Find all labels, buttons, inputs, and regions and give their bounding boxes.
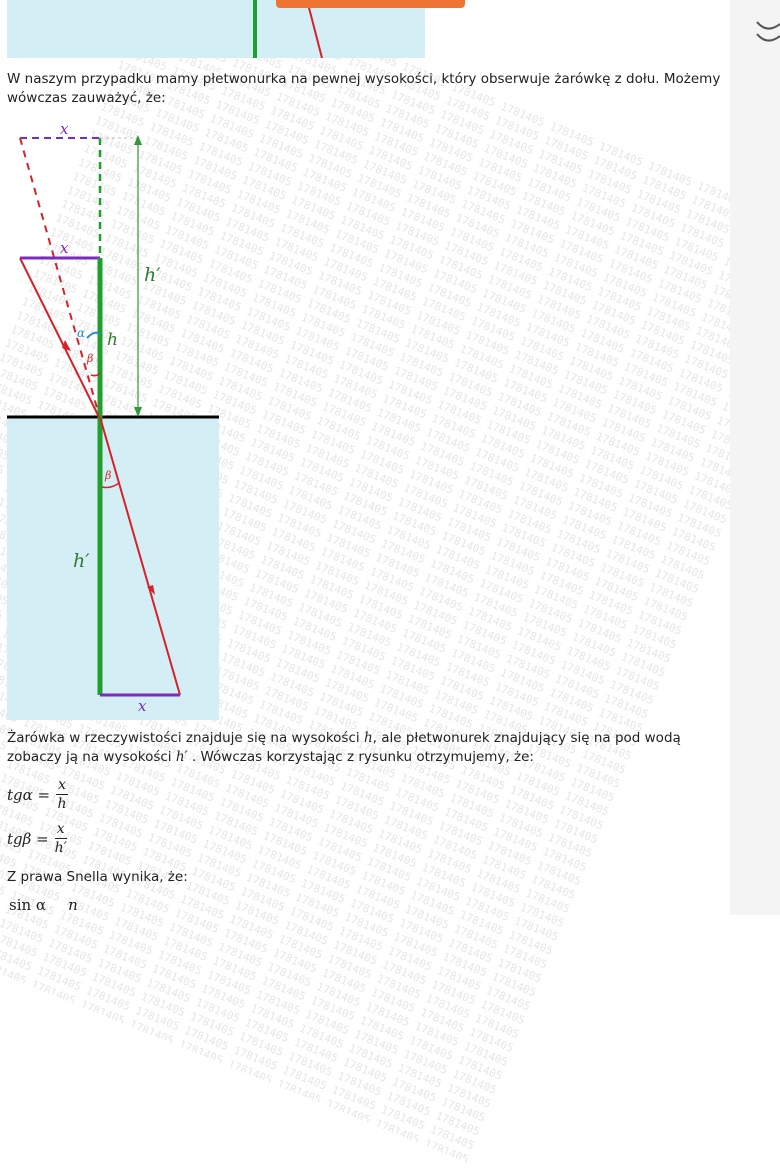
beta-arc-top: [90, 372, 101, 377]
formula2-denominator: h′: [54, 840, 67, 856]
label-x-mid: x: [60, 239, 69, 257]
formula1-numerator: x: [56, 777, 69, 795]
description-paragraph: Żarówka w rzeczywistości znajduje się na…: [7, 729, 722, 767]
label-beta-top: β: [86, 352, 93, 365]
figure-ray-fragment: [306, 0, 323, 58]
alpha-arc: [86, 331, 100, 339]
label-alpha: α: [77, 326, 85, 340]
label-h: h: [107, 330, 118, 350]
formula2-numerator: x: [54, 821, 67, 839]
intro-paragraph: W naszym przypadku mamy płetwonurka na p…: [7, 71, 721, 106]
refracted-ray: [99, 416, 181, 696]
desc-var-h-prime: h′: [175, 749, 188, 765]
beta-arc-bottom: [101, 482, 120, 489]
action-button[interactable]: [276, 0, 465, 8]
formula1-denominator: h: [57, 796, 67, 812]
label-h-prime-top: h′: [144, 264, 161, 286]
incident-ray: [19, 257, 100, 418]
label-beta-bottom: β: [104, 469, 111, 482]
refraction-diagram: x x x h′ h′ h α β β: [7, 120, 219, 720]
formula2-lhs: tgβ =: [7, 829, 49, 848]
formula3-right: n: [68, 896, 78, 914]
chevron-down-icon[interactable]: [755, 18, 780, 48]
formula1-lhs: tgα =: [7, 785, 51, 804]
formula-snell-partial: sin α n: [7, 896, 78, 914]
formula3-left: sin α: [9, 896, 47, 914]
desc-text-3: . Wówczas korzystając z rysunku otrzymuj…: [187, 749, 534, 765]
label-x-top: x: [60, 120, 69, 138]
virtual-ray-dashed: [19, 137, 100, 416]
label-x-bottom: x: [138, 697, 147, 715]
desc-text-1: Żarówka w rzeczywistości znajduje się na…: [7, 730, 364, 746]
refracted-arrowhead: [147, 585, 155, 595]
water-region: [7, 417, 219, 720]
label-h-prime-bottom: h′: [73, 550, 90, 572]
desc-text-2: , ale płetwonurek znajdujący się na pod …: [7, 730, 681, 765]
incident-arrowhead: [62, 340, 71, 351]
desc-var-h: h: [363, 730, 373, 746]
scroll-gutter: [730, 0, 780, 915]
figure-green-bar: [253, 0, 257, 58]
snell-paragraph: Z prawa Snella wynika, że:: [7, 869, 188, 885]
previous-figure-fragment: [7, 0, 425, 58]
